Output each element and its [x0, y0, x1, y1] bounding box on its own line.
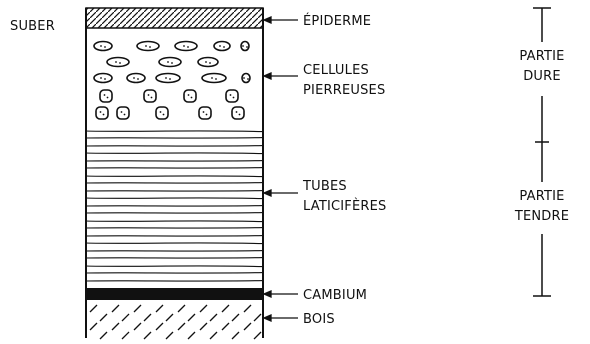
label-tubes-line1: TUBES: [302, 179, 347, 194]
tube-line: [86, 221, 263, 222]
tube-line: [86, 153, 263, 154]
stone-cell: [107, 58, 129, 67]
wood-stroke: [178, 305, 185, 312]
label-tubes-line2: LATICIFÈRES: [303, 198, 387, 214]
wood-stroke: [156, 323, 163, 330]
wood-stroke: [210, 332, 217, 339]
wood-stroke: [144, 314, 151, 321]
stone-cell: [199, 107, 211, 119]
label-epiderme: ÉPIDERME: [303, 13, 371, 29]
tube-line: [86, 131, 263, 132]
stone-cell: [202, 74, 226, 83]
stone-cell: [214, 42, 230, 51]
cambium-band: [86, 288, 263, 300]
stone-cell: [117, 107, 129, 119]
wood-stroke: [90, 323, 97, 330]
wood-stroke: [112, 323, 119, 330]
wood-stroke: [232, 332, 239, 339]
wood-stroke: [200, 305, 207, 312]
wood-stroke: [210, 314, 217, 321]
label-arrows: [264, 17, 298, 321]
stone-cell: [94, 74, 112, 83]
cellules-pierreuses-area: [94, 42, 250, 120]
stone-cell: [137, 42, 159, 51]
wood-stroke: [244, 305, 251, 312]
stone-cell: [156, 74, 180, 83]
zone-tendre-line2: TENDRE: [514, 209, 569, 224]
zone-tendre-line1: PARTIE: [519, 189, 564, 204]
tubes-laticiferes-area: [86, 131, 263, 281]
stone-cell: [241, 42, 249, 51]
wood-stroke: [100, 314, 107, 321]
label-cellules-line1: CELLULES: [303, 63, 369, 78]
label-cellules-line2: PIERREUSES: [303, 83, 385, 98]
stone-cell: [232, 107, 244, 119]
wood-stroke: [166, 314, 173, 321]
wood-stroke: [200, 323, 207, 330]
wood-stroke: [188, 314, 195, 321]
stone-cell: [127, 74, 145, 83]
wood-stroke: [144, 332, 151, 339]
stone-cell: [156, 107, 168, 119]
wood-stroke: [166, 332, 173, 339]
stone-cell: [226, 90, 238, 102]
stone-cell: [184, 90, 196, 102]
tube-line: [86, 198, 263, 199]
stone-cell: [242, 74, 250, 83]
label-cambium: CAMBIUM: [303, 288, 367, 303]
zone-dure-line1: PARTIE: [519, 49, 564, 64]
wood-stroke: [112, 305, 119, 312]
tube-line: [86, 243, 263, 244]
bois-area: [90, 305, 261, 339]
stone-cell: [198, 58, 218, 67]
wood-stroke: [122, 314, 129, 321]
wood-stroke: [244, 323, 251, 330]
arrow-tubes: [264, 190, 298, 196]
stone-cell: [100, 90, 112, 102]
wood-stroke: [232, 314, 239, 321]
wood-stroke: [100, 332, 107, 339]
stone-cell: [159, 58, 181, 67]
wood-stroke: [122, 332, 129, 339]
stone-cell: [144, 90, 156, 102]
section-title: SUBER: [10, 19, 55, 34]
wood-stroke: [254, 332, 261, 339]
arrow-cellules: [264, 73, 298, 79]
tube-line: [86, 266, 263, 267]
wood-stroke: [178, 323, 185, 330]
stone-cell: [94, 42, 112, 51]
arrow-bois: [264, 315, 298, 321]
stone-cell: [175, 42, 197, 51]
section-column: [86, 8, 263, 339]
wood-stroke: [156, 305, 163, 312]
wood-stroke: [188, 332, 195, 339]
tube-line: [86, 176, 263, 177]
wood-stroke: [134, 305, 141, 312]
wood-stroke: [222, 305, 229, 312]
zone-dure-line2: DURE: [523, 69, 561, 84]
wood-stroke: [90, 305, 97, 312]
arrow-cambium: [264, 291, 298, 297]
arrow-epiderme: [264, 17, 298, 23]
label-bois: BOIS: [303, 312, 335, 327]
epiderme-band: [86, 8, 263, 28]
stone-cell: [96, 107, 108, 119]
wood-stroke: [254, 314, 261, 321]
wood-stroke: [222, 323, 229, 330]
wood-stroke: [134, 323, 141, 330]
